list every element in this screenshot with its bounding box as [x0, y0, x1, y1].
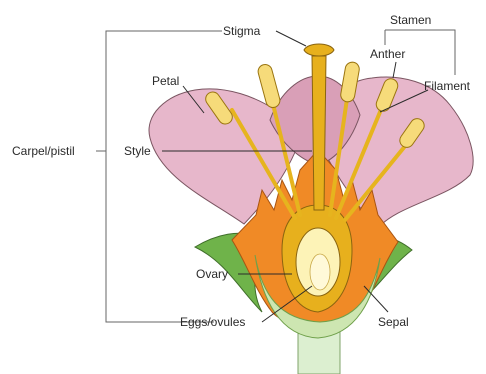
ovule-inner: [310, 254, 330, 290]
stigma: [304, 44, 334, 56]
label-stigma: Stigma: [223, 24, 261, 38]
label-eggs-ovules: Eggs/ovules: [180, 315, 245, 329]
style: [312, 56, 326, 210]
label-filament: Filament: [424, 79, 471, 93]
label-stamen: Stamen: [390, 13, 431, 27]
stigma-leader: [276, 31, 306, 46]
label-carpel-pistil: Carpel/pistil: [12, 144, 75, 158]
label-sepal: Sepal: [378, 315, 409, 329]
label-ovary: Ovary: [196, 267, 228, 281]
anther-leader: [393, 62, 396, 78]
label-petal: Petal: [152, 74, 179, 88]
label-style: Style: [124, 144, 151, 158]
label-anther: Anther: [370, 47, 405, 61]
